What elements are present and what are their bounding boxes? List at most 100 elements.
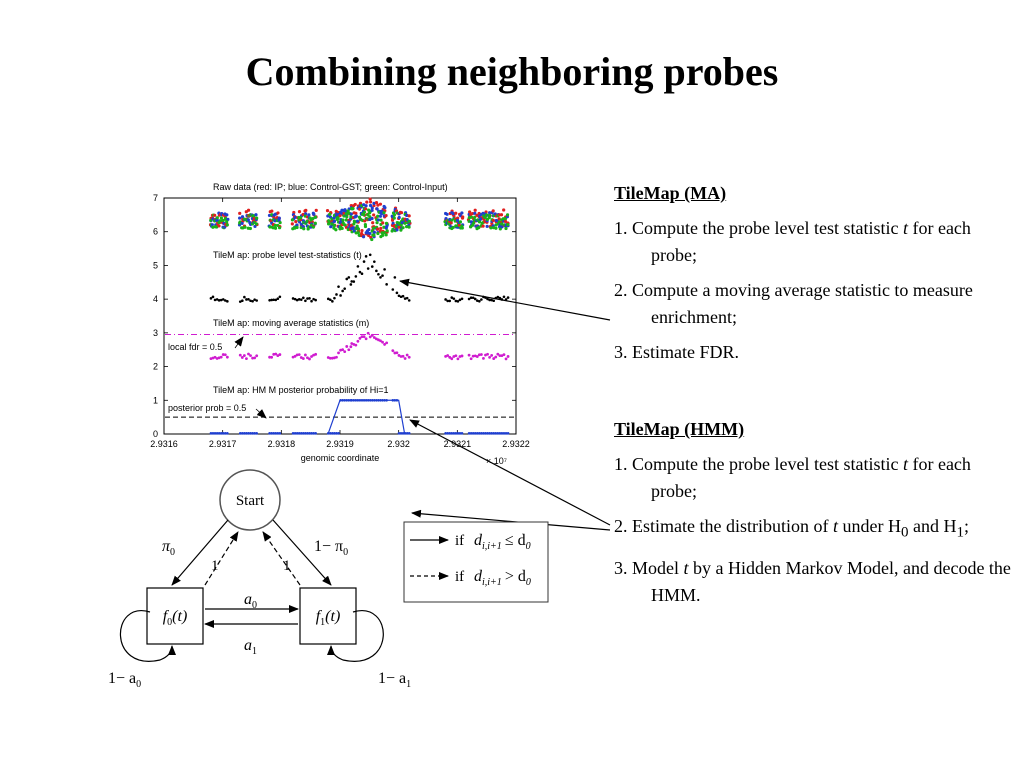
raw-point xyxy=(390,218,395,222)
t-point xyxy=(221,298,225,301)
hmm-point xyxy=(226,432,229,435)
start-return-label-right: 1 xyxy=(283,558,291,574)
raw-point xyxy=(500,222,504,226)
m-point xyxy=(247,352,250,356)
t-point xyxy=(339,294,342,297)
t-point xyxy=(405,296,409,300)
raw-point xyxy=(372,230,376,234)
m-point xyxy=(270,355,274,359)
hmm-point xyxy=(478,432,481,435)
hmm-point xyxy=(243,432,246,435)
m-point xyxy=(502,353,506,356)
raw-point xyxy=(290,218,295,222)
hmm-point xyxy=(444,432,447,435)
hmm-point xyxy=(467,432,471,435)
raw-point xyxy=(397,215,401,220)
raw-point xyxy=(454,211,458,215)
hmm-point xyxy=(245,432,248,435)
t-point xyxy=(356,265,360,268)
t-point xyxy=(454,299,458,303)
hmm-step-2: 2. Estimate the distribution of t under … xyxy=(614,516,969,541)
m-point xyxy=(393,351,397,355)
raw-point xyxy=(346,209,350,213)
raw-point xyxy=(506,223,510,227)
m-point xyxy=(251,356,254,360)
y-tick-label: 7 xyxy=(153,193,158,203)
t-point xyxy=(377,272,380,276)
m-point xyxy=(341,348,345,352)
m-point xyxy=(242,354,246,357)
raw-point xyxy=(351,206,355,211)
t-point xyxy=(397,294,401,298)
raw-point xyxy=(356,227,361,231)
hmm-point xyxy=(224,432,227,435)
m-point xyxy=(467,353,471,357)
t-point xyxy=(272,298,276,302)
hmm-point xyxy=(219,432,223,435)
raw-point xyxy=(345,215,349,219)
hmm-point xyxy=(473,432,477,435)
m-point xyxy=(488,355,491,359)
raw-point xyxy=(297,210,302,214)
m-point xyxy=(399,355,403,358)
t-point xyxy=(446,299,449,303)
m-point xyxy=(372,336,376,339)
m-point xyxy=(337,351,340,355)
hmm-point xyxy=(304,432,307,435)
raw-point xyxy=(305,219,309,223)
raw-point xyxy=(449,221,453,225)
raw-point xyxy=(312,212,316,216)
t-point xyxy=(373,260,376,263)
m-point xyxy=(364,337,368,341)
raw-point xyxy=(460,216,465,220)
raw-point xyxy=(376,203,380,207)
m-point xyxy=(276,354,280,358)
t-point xyxy=(302,296,305,300)
t-point xyxy=(337,285,340,288)
raw-point xyxy=(473,208,477,212)
raw-point xyxy=(451,212,455,216)
hmm-point xyxy=(306,432,309,435)
m-point xyxy=(405,353,409,357)
state-f0 xyxy=(146,587,204,645)
raw-point xyxy=(352,222,356,226)
t-point xyxy=(224,299,227,302)
t-point xyxy=(238,300,242,303)
m-point xyxy=(347,348,351,352)
m-point xyxy=(268,355,271,359)
m-point xyxy=(479,353,483,356)
raw-point xyxy=(372,226,376,230)
x-tick-label: 2.9317 xyxy=(209,439,237,449)
hmm-point xyxy=(249,432,252,435)
t-point xyxy=(358,270,362,274)
panel-label-m: TileM ap: moving average statistics (m) xyxy=(213,318,369,328)
raw-point xyxy=(244,210,248,214)
raw-point xyxy=(213,213,217,217)
raw-point xyxy=(376,214,380,218)
m-point xyxy=(356,339,360,343)
annotation-local-fdr: local fdr = 0.5 xyxy=(168,342,222,352)
raw-point xyxy=(363,222,367,227)
m-point xyxy=(240,356,244,359)
raw-point xyxy=(372,233,376,237)
method-text-panel: TileMap (MA) 1. Compute the probe level … xyxy=(614,180,1014,617)
t-point xyxy=(399,295,403,299)
self-loop-f1-label: 1− a1 xyxy=(378,670,411,690)
raw-point xyxy=(334,228,338,232)
raw-point xyxy=(392,216,396,220)
raw-point xyxy=(368,200,373,204)
hmm-point xyxy=(446,432,449,435)
m-point xyxy=(498,354,502,358)
raw-point xyxy=(332,223,337,227)
fdr-pointer-arrow xyxy=(234,336,244,349)
raw-point xyxy=(491,209,495,213)
hmm-point xyxy=(399,432,403,435)
t-point xyxy=(469,296,473,299)
t-point xyxy=(490,298,493,302)
state-f0-label: f0(t) xyxy=(163,608,188,628)
t-point xyxy=(308,297,311,300)
hmm-point xyxy=(251,432,254,435)
m-point xyxy=(494,355,498,359)
